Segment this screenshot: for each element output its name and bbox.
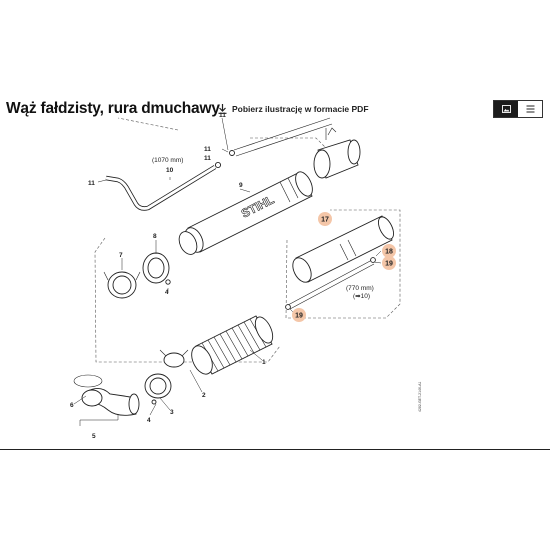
label-11-top: 11 [219, 112, 226, 119]
bent-tube-outline [105, 165, 217, 211]
label-5: 5 [92, 433, 96, 440]
blower-tube: STIHL [178, 171, 313, 255]
highlight-19-right[interactable]: 19 [382, 256, 396, 270]
rod-top-2 [235, 123, 333, 157]
rod-770-2 [289, 263, 375, 310]
tube-clip [214, 161, 222, 169]
highlight-label-19-right: 19 [385, 261, 393, 268]
label-4-upper: 4 [165, 289, 169, 296]
rod-770 [287, 259, 373, 306]
label-11-sub: 11 [204, 155, 211, 162]
list-view-button[interactable] [518, 101, 542, 117]
label-2: 2 [202, 392, 206, 399]
top-fitting [313, 127, 361, 179]
bottom-divider [0, 449, 550, 450]
dashed-outline-main [94, 117, 331, 363]
clip-top [229, 150, 235, 156]
page-header: Wąż fałdzisty, rura dmuchawy Pobierz ilu… [0, 96, 550, 126]
bellows-hose [191, 315, 274, 375]
highlight-label-18: 18 [385, 249, 393, 256]
label-1: 1 [262, 359, 266, 366]
pdf-download-link[interactable]: Pobierz ilustrację w formacie PDF [218, 104, 369, 114]
elbow-5 [73, 374, 140, 416]
image-view-button[interactable] [494, 101, 518, 117]
download-icon [218, 104, 227, 114]
label-8: 8 [153, 233, 157, 240]
label-10: 10 [166, 167, 174, 174]
rod-top [233, 117, 331, 151]
kit-tube [292, 215, 394, 283]
spring-clip-2 [159, 349, 189, 368]
rod-end-left [285, 304, 291, 310]
highlight-label-17: 17 [321, 217, 329, 224]
label-11-left: 11 [88, 180, 95, 187]
label-6: 6 [70, 402, 74, 409]
clamp-3 [144, 373, 172, 405]
highlight-label-19-left: 19 [295, 313, 303, 320]
label-9: 9 [239, 182, 243, 189]
list-view-icon [526, 105, 534, 113]
page-title: Wąż fałdzisty, rura dmuchawy [6, 100, 220, 117]
label-4-lower: 4 [147, 417, 151, 424]
label-7: 7 [119, 252, 123, 259]
rod-end-right [370, 257, 376, 263]
dimension-770-ref: (➡10) [353, 293, 370, 300]
side-code: 4282-GET-2146-A1 [418, 382, 422, 412]
coupling-8 [142, 252, 171, 285]
image-view-icon [501, 105, 511, 113]
bent-tube-fill [105, 165, 216, 210]
label-11-mid: 11 [204, 146, 211, 153]
dimension-1070: (1070 mm) [152, 157, 183, 164]
highlight-17[interactable]: 17 [318, 212, 332, 226]
highlight-18[interactable]: 18 [382, 244, 396, 258]
label-3: 3 [170, 409, 174, 416]
pdf-download-label: Pobierz ilustrację w formacie PDF [232, 104, 369, 114]
dimension-770: (770 mm) [346, 285, 374, 292]
highlight-19-left[interactable]: 19 [292, 308, 306, 322]
clamp-7 [103, 271, 141, 299]
view-toggle [493, 100, 543, 118]
